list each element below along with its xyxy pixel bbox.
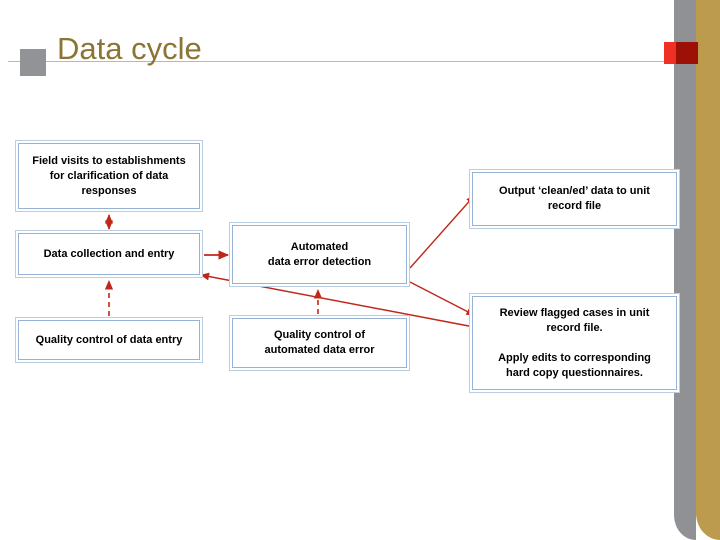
node-output-clean-data[interactable]: Output ‘clean/ed’ data to unit record fi… xyxy=(472,172,677,226)
node-data-collection[interactable]: Data collection and entry xyxy=(18,233,200,275)
title-bullet-square xyxy=(20,49,46,76)
right-edge-gray-bar xyxy=(674,0,696,540)
right-edge-curve-mask xyxy=(584,0,674,540)
title-divider-rule xyxy=(8,61,680,62)
node-automated-error-detection-label: Automated data error detection xyxy=(267,240,372,268)
node-review-flagged-cases-label: Review flagged cases in unit record file… xyxy=(498,306,651,379)
node-qc-data-entry-label: Quality control of data entry xyxy=(35,333,183,346)
node-output-clean-data-label: Output ‘clean/ed’ data to unit record fi… xyxy=(499,185,650,212)
right-edge-gold-bar xyxy=(696,0,720,540)
node-data-collection-label: Data collection and entry xyxy=(43,247,175,260)
node-qc-automated-error-label: Quality control of automated data error xyxy=(264,329,375,356)
node-automated-error-detection[interactable]: Automated data error detection xyxy=(232,225,407,284)
connector-automated-to-review xyxy=(409,281,475,316)
accent-red-dark-rect xyxy=(676,42,698,64)
node-field-visits-label: Field visits to establishments for clari… xyxy=(32,154,186,197)
node-field-visits[interactable]: Field visits to establishments for clari… xyxy=(18,143,200,209)
node-qc-automated-error[interactable]: Quality control of automated data error xyxy=(232,318,407,368)
connector-automated-to-output xyxy=(409,195,475,269)
node-qc-data-entry[interactable]: Quality control of data entry xyxy=(18,320,200,360)
node-review-flagged-cases[interactable]: Review flagged cases in unit record file… xyxy=(472,296,677,390)
page-title: Data cycle xyxy=(57,31,202,66)
